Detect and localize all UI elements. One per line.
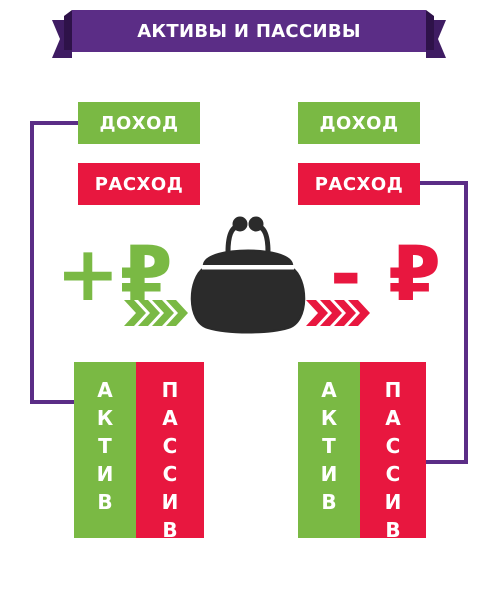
left-loop-line <box>30 121 82 404</box>
column-letter: А <box>162 406 178 430</box>
plus-ruble-sign: +₽ <box>56 229 173 318</box>
column-letter: П <box>161 378 179 402</box>
right-income-box: ДОХОД <box>298 102 420 144</box>
left-expense-box: РАСХОД <box>78 163 200 205</box>
column-letter: Т <box>98 434 112 458</box>
column-letter: П <box>384 378 402 402</box>
column-letter: А <box>385 406 401 430</box>
column-letter: А <box>321 378 337 402</box>
right-expense-box: РАСХОД <box>298 163 420 205</box>
column-letter: Т <box>322 434 336 458</box>
title-ribbon <box>52 10 446 58</box>
column-letter: С <box>385 434 401 458</box>
column-letter: С <box>162 434 178 458</box>
column-letter: С <box>385 462 401 486</box>
page-title: АКТИВЫ И ПАССИВЫ <box>137 20 361 42</box>
column-letter: И <box>96 462 114 486</box>
column-letter: И <box>320 462 338 486</box>
column-letter: С <box>162 462 178 486</box>
minus-ruble-sign: - ₽ <box>330 229 441 318</box>
column-letter: В <box>97 490 113 514</box>
wallet-icon <box>190 216 306 334</box>
left-income-box: ДОХОД <box>78 102 200 144</box>
column-letter: А <box>97 378 113 402</box>
column-letter: В <box>162 518 178 542</box>
column-letter: К <box>320 406 338 430</box>
column-letter: И <box>161 490 179 514</box>
column-letter: К <box>96 406 114 430</box>
column-letter: В <box>385 518 401 542</box>
right-loop-line <box>410 181 468 464</box>
chevron-right-icon <box>306 300 370 326</box>
chevron-right-icon <box>124 300 188 326</box>
column-letter: В <box>321 490 337 514</box>
column-letter: И <box>384 490 402 514</box>
